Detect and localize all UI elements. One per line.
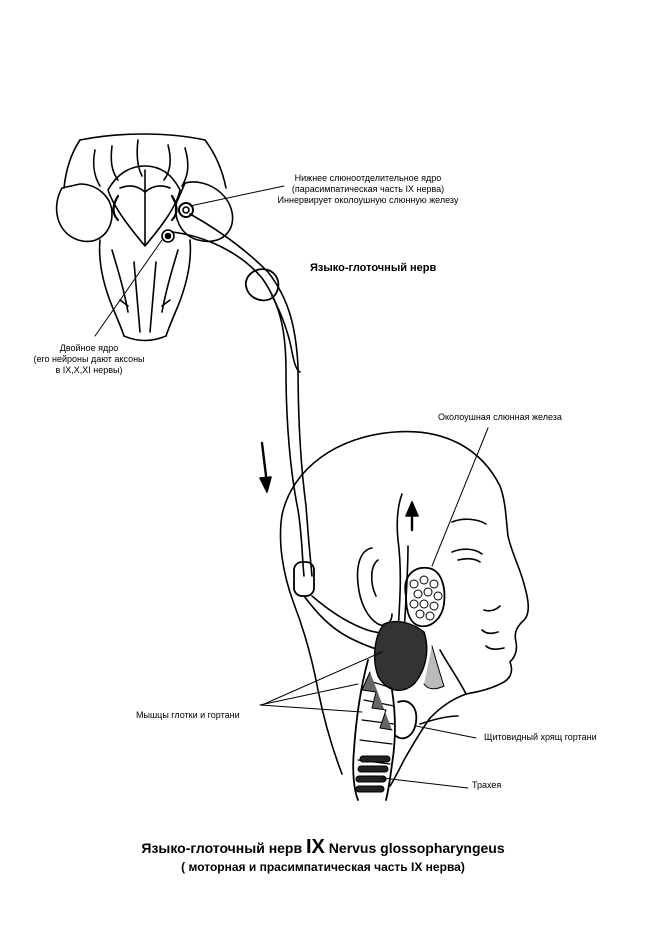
head-profile bbox=[279, 430, 530, 787]
leader-lines bbox=[94, 185, 489, 789]
parotid-gland bbox=[404, 566, 446, 628]
figure-caption-title: Языко-глоточный нерв IX Nervus glossopha… bbox=[0, 836, 646, 859]
figure-caption-subtitle: ( моторная и прасимпатическая часть IX н… bbox=[181, 860, 465, 874]
label-nucleus-ambiguus-line2: (его нейроны дают аксоны bbox=[33, 354, 145, 364]
direction-arrow-up bbox=[405, 501, 419, 532]
label-nucleus-ambiguus-line3: в IX,X,XI нервы) bbox=[55, 365, 123, 375]
trachea-rings bbox=[355, 755, 391, 793]
label-pharynx-larynx-muscles: Мышцы глотки и гортани bbox=[136, 710, 240, 720]
pharynx-larynx bbox=[352, 620, 445, 801]
label-inferior-nucleus-line3: Иннервирует околоушную слюнную железу bbox=[277, 195, 459, 205]
brainstem-drawing bbox=[55, 133, 234, 342]
label-nerve-name: Языко-глоточный нерв bbox=[310, 262, 437, 274]
label-thyroid-cartilage: Щитовидный хрящ гортани bbox=[484, 732, 597, 742]
caption-title-numeral: IX bbox=[306, 836, 325, 858]
label-parotid-gland: Околоушная слюнная железа bbox=[438, 412, 562, 422]
label-inferior-nucleus-line2: (парасимпатическая часть IX нерва) bbox=[291, 184, 445, 194]
label-nucleus-ambiguus-line1: Двойное ядро bbox=[59, 343, 119, 353]
caption-title-prefix: Языко-глоточный нерв bbox=[141, 840, 303, 856]
label-nucleus-ambiguus: Двойное ядро (его нейроны дают аксоны в … bbox=[14, 343, 164, 376]
direction-arrow-down bbox=[259, 441, 272, 493]
label-trachea: Трахея bbox=[472, 780, 502, 790]
caption-title-latin: Nervus glossopharyngeus bbox=[328, 840, 505, 856]
label-inferior-nucleus-line1: Нижнее слюноотделительное ядро bbox=[294, 173, 442, 183]
label-inferior-salivatory-nucleus: Нижнее слюноотделительное ядро (парасимп… bbox=[270, 173, 466, 206]
